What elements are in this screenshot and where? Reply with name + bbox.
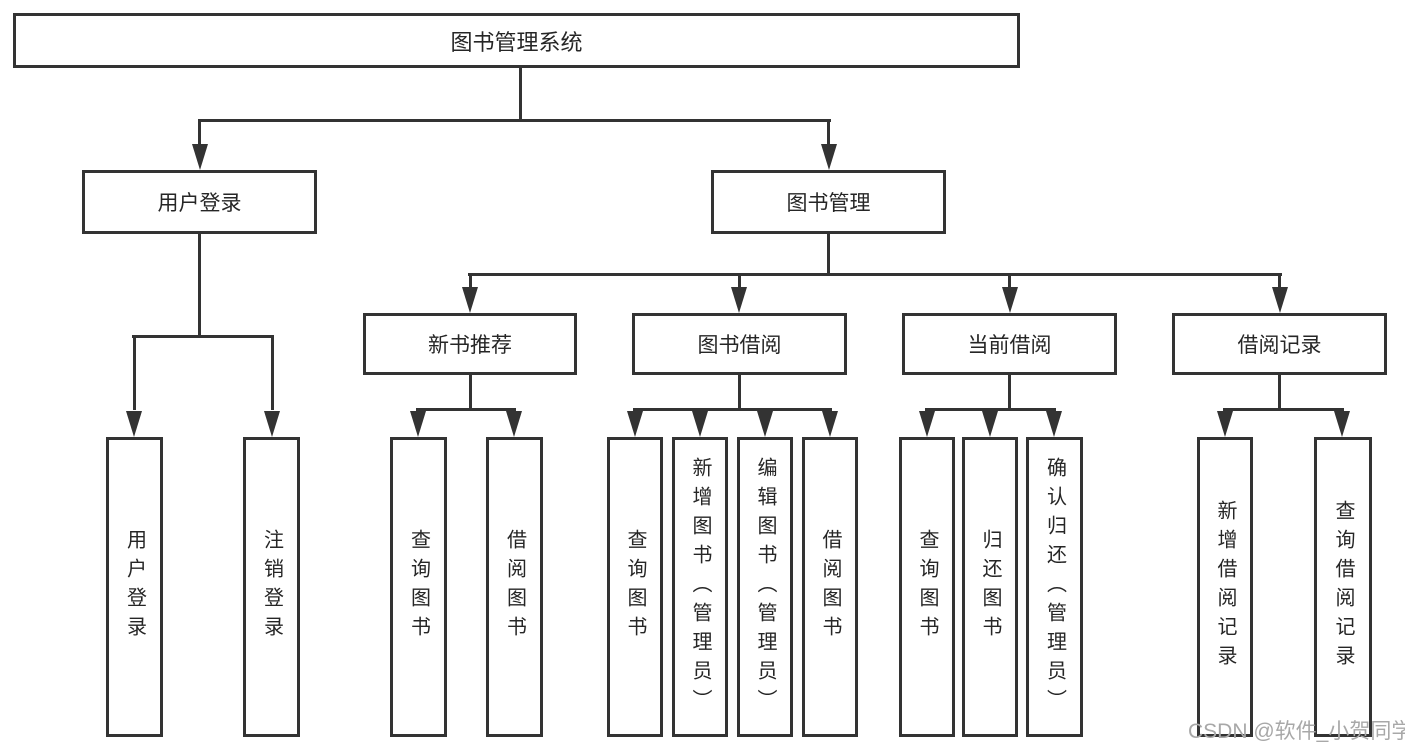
connector-leaf-stem	[133, 338, 136, 410]
arrow-down-icon	[1272, 287, 1288, 313]
connector-records-hline	[1223, 408, 1344, 411]
arrow-down-icon	[1334, 411, 1350, 437]
node-book-management: 图书管理	[711, 170, 946, 234]
connector-leaf-stem	[271, 338, 274, 410]
node-book-management-system: 图书管理系统	[13, 13, 1020, 68]
leaf-borrow-query-books: 查询图书	[607, 437, 663, 737]
connector-user-login-stem	[198, 122, 201, 146]
connector-current-down	[1008, 375, 1011, 408]
connector-level3-stem	[1278, 276, 1281, 292]
arrow-down-icon	[692, 411, 708, 437]
csdn-watermark: CSDN @软件_小贺同学	[1188, 720, 1405, 743]
connector-records-down	[1278, 375, 1281, 408]
leaf-borrow-add-books-admin: 新增图书（管理员）	[672, 437, 728, 737]
arrow-down-icon	[462, 287, 478, 313]
arrow-down-icon	[126, 411, 142, 437]
connector-root-stem	[519, 67, 522, 119]
leaf-current-query-books: 查询图书	[899, 437, 955, 737]
connector-level3-stem	[469, 276, 472, 292]
arrow-down-icon	[919, 411, 935, 437]
arrow-down-icon	[627, 411, 643, 437]
connector-user-login-hline	[132, 335, 274, 338]
arrow-down-icon	[821, 144, 837, 170]
leaf-borrow-edit-books-admin: 编辑图书（管理员）	[737, 437, 793, 737]
node-book-borrowing: 图书借阅	[632, 313, 847, 375]
arrow-down-icon	[410, 411, 426, 437]
connector-book-mgmt-down	[827, 234, 830, 273]
connector-root-hline	[198, 119, 831, 122]
connector-newrec-down	[469, 375, 472, 408]
leaf-records-add-record: 新增借阅记录	[1197, 437, 1253, 737]
arrow-down-icon	[757, 411, 773, 437]
connector-user-login-down	[198, 234, 201, 335]
connector-borrow-hline	[633, 408, 832, 411]
leaf-newrec-borrow-books: 借阅图书	[486, 437, 543, 737]
arrow-down-icon	[822, 411, 838, 437]
leaf-borrow-borrow-books: 借阅图书	[802, 437, 858, 737]
connector-borrow-down	[738, 375, 741, 408]
connector-book-mgmt-stem	[827, 122, 830, 146]
node-current-borrowing: 当前借阅	[902, 313, 1117, 375]
connector-level3-stem	[738, 276, 741, 292]
connector-level3-stem	[1008, 276, 1011, 292]
arrow-down-icon	[1046, 411, 1062, 437]
connector-current-hline	[925, 408, 1056, 411]
arrow-down-icon	[982, 411, 998, 437]
arrow-down-icon	[264, 411, 280, 437]
arrow-down-icon	[1217, 411, 1233, 437]
leaf-records-query-record: 查询借阅记录	[1314, 437, 1372, 737]
connector-level3-hline	[468, 273, 1282, 276]
node-borrowing-records: 借阅记录	[1172, 313, 1387, 375]
leaf-logout: 注销登录	[243, 437, 300, 737]
arrow-down-icon	[731, 287, 747, 313]
node-new-book-recommend: 新书推荐	[363, 313, 577, 375]
arrow-down-icon	[506, 411, 522, 437]
leaf-current-confirm-return-admin: 确认归还（管理员）	[1026, 437, 1083, 737]
node-user-login: 用户登录	[82, 170, 317, 234]
connector-newrec-hline	[416, 408, 516, 411]
arrow-down-icon	[192, 144, 208, 170]
leaf-user-login: 用户登录	[106, 437, 163, 737]
leaf-newrec-query-books: 查询图书	[390, 437, 447, 737]
leaf-current-return-books: 归还图书	[962, 437, 1018, 737]
arrow-down-icon	[1002, 287, 1018, 313]
